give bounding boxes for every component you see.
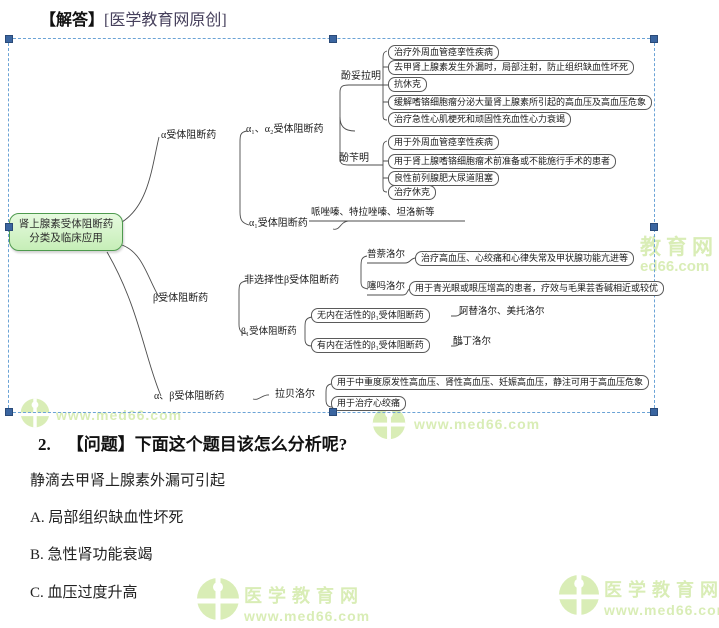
watermark-bottom-right: 医学教育网 www.med66.com [604, 576, 719, 618]
use-box: 治疗高血压、心绞痛和心律失常及甲状腺功能亢进等 [415, 251, 635, 266]
use-box: 去甲肾上腺素发生外漏时，局部注射，防止组织缺血性坏死 [388, 60, 635, 75]
option-c: C. 血压过度升高 [30, 585, 138, 601]
med66-logo-icon [197, 578, 239, 620]
selection-handle-bottom-left[interactable] [5, 408, 13, 416]
root-line1: 肾上腺素受体阻断药 [18, 219, 114, 230]
use-box: 治疗休克 [388, 185, 437, 200]
node-acebutolol: 醋丁洛尔 [453, 337, 492, 347]
selection-handle-top-left[interactable] [5, 35, 13, 43]
node-alpha1-alpha2-blockers: α₁、α₂受体阻断药 [246, 124, 324, 135]
use-box: 治疗外周血管痉挛性疾病 [388, 45, 500, 60]
use-box: 治疗急性心肌梗死和顽固性充血性心力衰竭 [388, 112, 572, 127]
watermark-site-text: www.med66.com [244, 608, 371, 624]
watermark-brand-text: 医学教育网 [244, 586, 364, 606]
watermark-bottom-left: 医学教育网 www.med66.com [244, 582, 370, 624]
root-line2: 分类及临床应用 [29, 233, 103, 244]
question-heading: 2. 【问题】下面这个题目该怎么分析呢? [38, 430, 347, 455]
use-box: 用于治疗心绞痛 [331, 396, 407, 411]
node-alpha-beta-blockers: α、β受体阻断药 [154, 391, 225, 402]
selection-handle-mid-right[interactable] [650, 223, 658, 231]
subtype-box: 有内在活性的β₁受体阻断药 [311, 338, 430, 353]
node-propranolol: 普萘洛尔 [367, 250, 406, 260]
node-timolol: 噻吗洛尔 [367, 282, 406, 292]
node-beta1-blockers: β₁受体阻断药 [241, 327, 297, 337]
node-atenolol-metoprolol: 阿替洛尔、美托洛尔 [459, 307, 545, 317]
node-labetalol: 拉贝洛尔 [275, 389, 315, 400]
use-box: 抗休克 [388, 77, 428, 92]
use-box: 用于外周血管痉挛性疾病 [388, 135, 500, 150]
node-alpha1-drugs: 哌唑嗪、特拉唑嗪、坦洛新等 [311, 208, 435, 218]
mindmap-root-node: 肾上腺素受体阻断药 分类及临床应用 [9, 213, 123, 251]
document-title: 【解答】[医学教育网原创] [40, 6, 227, 30]
use-box: 缓解嗜铬细胞瘤分泌大量肾上腺素所引起的高血压及高血压危象 [388, 95, 653, 110]
node-beta-blockers: β受体阻断药 [153, 293, 209, 304]
node-phenoxybenzamine: 酚苄明 [339, 153, 369, 164]
selection-handle-mid-left[interactable] [5, 223, 13, 231]
watermark-site-text: www.med66.com [56, 407, 183, 423]
use-box: 用于中重度原发性高血压、肾性高血压、妊娠高血压，静注可用于高血压危象 [331, 375, 650, 390]
node-alpha-blockers: α受体阻断药 [161, 130, 217, 141]
watermark-brand-text: 医学教育网 [604, 580, 719, 600]
use-box: 用于肾上腺嗜铬细胞瘤术前准备或不能施行手术的患者 [388, 154, 617, 169]
title-answer-label: 【解答】 [40, 12, 105, 29]
node-alpha1-blockers: α₁受体阻断药 [249, 218, 308, 229]
watermark-site-text: www.med66.com [604, 602, 719, 618]
question-number: 2. [38, 435, 51, 454]
option-a: A. 局部组织缺血性坏死 [30, 510, 184, 526]
question-label: 【问题】下面这个题目该怎么分析呢? [66, 435, 348, 454]
option-b: B. 急性肾功能衰竭 [30, 547, 153, 563]
node-nonselective-beta: 非选择性β受体阻断药 [244, 275, 340, 286]
selection-handle-top-right[interactable] [650, 35, 658, 43]
watermark-mid-left: www.med66.com [56, 407, 182, 425]
selection-handle-top-mid[interactable] [329, 35, 337, 43]
subtype-box: 无内在活性的β₁受体阻断药 [311, 308, 430, 323]
med66-logo-icon [558, 574, 600, 616]
mindmap-diagram[interactable]: 肾上腺素受体阻断药 分类及临床应用 α受体阻断药 β受体阻断药 α、β受体阻断药… [5, 35, 665, 416]
watermark-mid-center: www.med66.com [414, 416, 540, 434]
watermark-site-text: www.med66.com [414, 416, 541, 432]
node-phentolamine: 酚妥拉明 [341, 71, 381, 82]
use-box: 良性前列腺肥大尿道阻塞 [388, 171, 500, 186]
watermark-right-edge-site: ed66.com [640, 258, 710, 275]
use-box: 用于青光眼或眼压增高的患者，疗效与毛果芸香碱相近或较优 [409, 281, 665, 296]
selection-handle-bottom-mid[interactable] [329, 408, 337, 416]
title-source-label: [医学教育网原创] [104, 12, 227, 29]
med66-logo-icon [20, 398, 50, 428]
watermark-right-edge-brand: 教育网 [640, 236, 718, 259]
selection-handle-bottom-right[interactable] [650, 408, 658, 416]
question-stem: 静滴去甲肾上腺素外漏可引起 [30, 473, 226, 489]
